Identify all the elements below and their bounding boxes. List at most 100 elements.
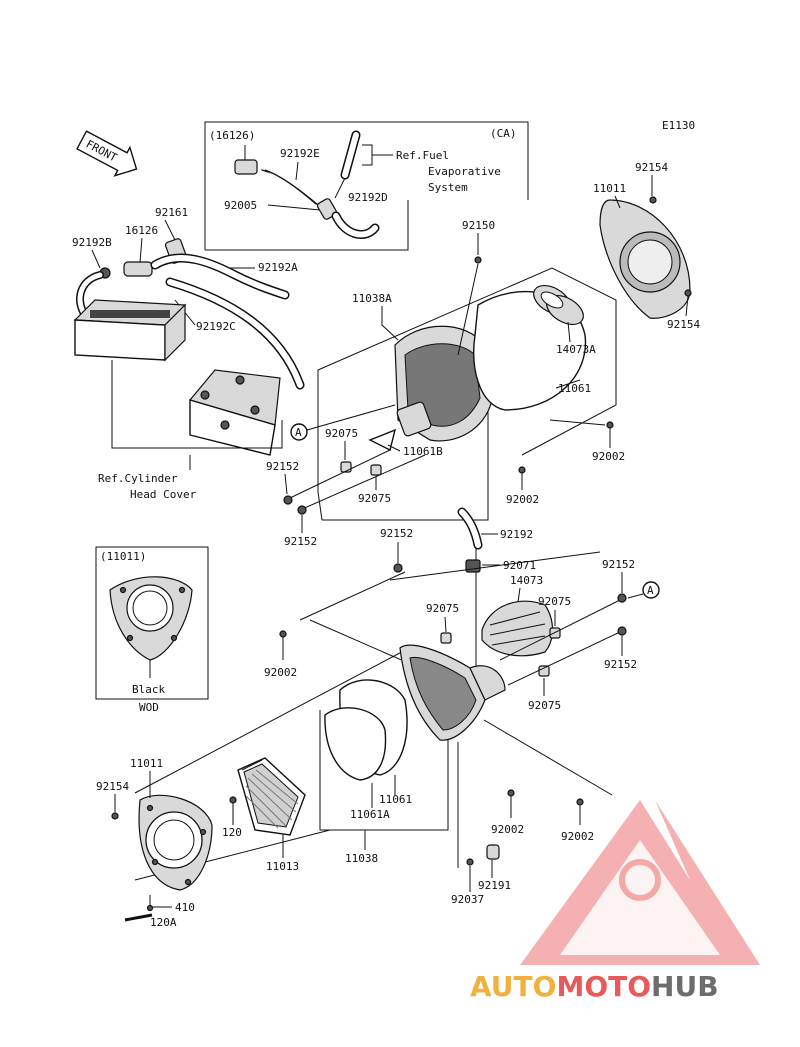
watermark-auto: AUTO	[470, 970, 556, 1003]
filter-11013	[237, 757, 306, 836]
air-cleaner-housing-upper: 11038A 92150 11061 14073A 92002 92002 A …	[266, 219, 625, 548]
label-92152-c: 92152	[380, 527, 413, 540]
screw-120	[229, 796, 237, 804]
valve-16126	[123, 261, 153, 277]
label-11011-top: 11011	[593, 182, 626, 195]
washer-410	[146, 904, 154, 912]
screw-92154-top	[649, 196, 657, 204]
label-92037: 92037	[451, 893, 484, 906]
label-92192A: 92192A	[258, 261, 298, 274]
label-92191: 92191	[478, 879, 511, 892]
grommet-92075-b	[370, 464, 382, 476]
label-11061A: 11061A	[350, 808, 390, 821]
element-11061A	[324, 707, 387, 781]
label-92152-e: 92152	[604, 658, 637, 671]
cap-92191	[486, 844, 500, 860]
callout-A-lower-letter: A	[647, 584, 654, 597]
label-92005: 92005	[224, 199, 257, 212]
label-14073A: 14073A	[556, 343, 596, 356]
screw-92150	[474, 256, 482, 264]
label-92192B: 92192B	[72, 236, 112, 249]
screw-92154-right	[684, 289, 692, 297]
label-120A: 120A	[150, 916, 177, 929]
hose-92192E	[261, 169, 319, 206]
screw-92002-r2	[518, 466, 526, 474]
ca-region-label: (CA)	[490, 127, 517, 140]
screw-92154-bot	[111, 812, 119, 820]
plug-92071	[465, 559, 481, 573]
bolt-92152-b	[297, 505, 307, 515]
label-11038A: 11038A	[352, 292, 392, 305]
label-11038: 11038	[345, 852, 378, 865]
watermark-hub: HUB	[651, 970, 719, 1003]
watermark-logo-ring	[619, 859, 661, 901]
housing-intake	[396, 401, 432, 437]
label-92192D: 92192D	[348, 191, 388, 204]
callout-A-upper	[290, 423, 308, 441]
grommet-92075-e	[538, 665, 550, 677]
ref-fuel-line2: Evaporative	[428, 165, 501, 178]
label-92192C: 92192C	[196, 320, 236, 333]
bolt-92152-c	[393, 563, 403, 573]
screw-92002-b2	[576, 798, 584, 806]
label-92075-e: 92075	[528, 699, 561, 712]
bolt-92152-e	[617, 626, 627, 636]
diagram-code: E1130	[662, 119, 695, 132]
label-92002-r2: 92002	[506, 493, 539, 506]
ref-cylinder-line2: Head Cover	[130, 488, 197, 501]
label-92075-c: 92075	[426, 602, 459, 615]
ca-part-label: (16126)	[209, 129, 255, 142]
front-arrow-icon: FRONT	[76, 130, 138, 177]
label-92075-d: 92075	[538, 595, 571, 608]
grommet-92075-a	[340, 461, 352, 473]
label-92075-a: 92075	[325, 427, 358, 440]
callout-A-upper-letter: A	[295, 426, 302, 439]
part-14073	[481, 600, 554, 657]
label-11061-top: 11061	[558, 382, 591, 395]
wod-part-label: (11011)	[100, 550, 146, 563]
label-92154-top: 92154	[635, 161, 668, 174]
label-92002-b1: 92002	[491, 823, 524, 836]
label-11013: 11013	[266, 860, 299, 873]
air-cleaner-cover-lower: 11013 120 11011 92154 410 120A	[96, 757, 306, 929]
label-11061B: 11061B	[403, 445, 443, 458]
label-92071: 92071	[503, 559, 536, 572]
ref-fuel-line3: System	[428, 181, 468, 194]
label-92150: 92150	[462, 219, 495, 232]
label-92002-l: 92002	[264, 666, 297, 679]
label-92002-r1: 92002	[592, 450, 625, 463]
label-410: 410	[175, 901, 195, 914]
callout-A-lower	[642, 581, 660, 599]
wod-region-label: WOD	[139, 701, 159, 714]
valve-16126-ca	[234, 159, 258, 175]
wod-inset-box: (11011) Black WOD	[95, 546, 209, 714]
bolt-92152-d	[617, 593, 627, 603]
ref-cylinder-line1: Ref.Cylinder	[98, 472, 178, 485]
ref-fuel-line1: Ref.Fuel	[396, 149, 449, 162]
air-cleaner-housing-lower: 92192 92071 92152 14073 92075 92075 9207…	[134, 507, 660, 906]
wod-color-label: Black	[132, 683, 165, 696]
label-92154-right: 92154	[667, 318, 700, 331]
label-14073: 14073	[510, 574, 543, 587]
label-92161: 92161	[155, 206, 188, 219]
label-92002-b2: 92002	[561, 830, 594, 843]
label-92154-bot: 92154	[96, 780, 129, 793]
ca-inset-box: (CA) (16126) 92192E 92005 92192D Ref.Fue…	[204, 121, 529, 251]
fitting-92005	[316, 198, 338, 220]
label-92152-d: 92152	[602, 558, 635, 571]
label-92075-b: 92075	[358, 492, 391, 505]
label-92192: 92192	[500, 528, 533, 541]
vent-hose-assembly: 92161 16126 92192B 92192A 92192C	[72, 206, 305, 390]
screw-92002-l	[279, 630, 287, 638]
clamp-92037	[466, 858, 474, 866]
bolt-92152-a	[283, 495, 293, 505]
front-cover-side	[189, 399, 276, 456]
rear-cover-side	[74, 319, 166, 361]
label-16126: 16126	[125, 224, 158, 237]
grommet-92075-c	[440, 632, 452, 644]
label-11011-bot: 11011	[130, 757, 163, 770]
label-92152-a: 92152	[266, 460, 299, 473]
watermark-text: AUTOMOTOHUB	[470, 970, 719, 1003]
cylinder-head-covers: Ref.Cylinder Head Cover	[73, 299, 283, 501]
